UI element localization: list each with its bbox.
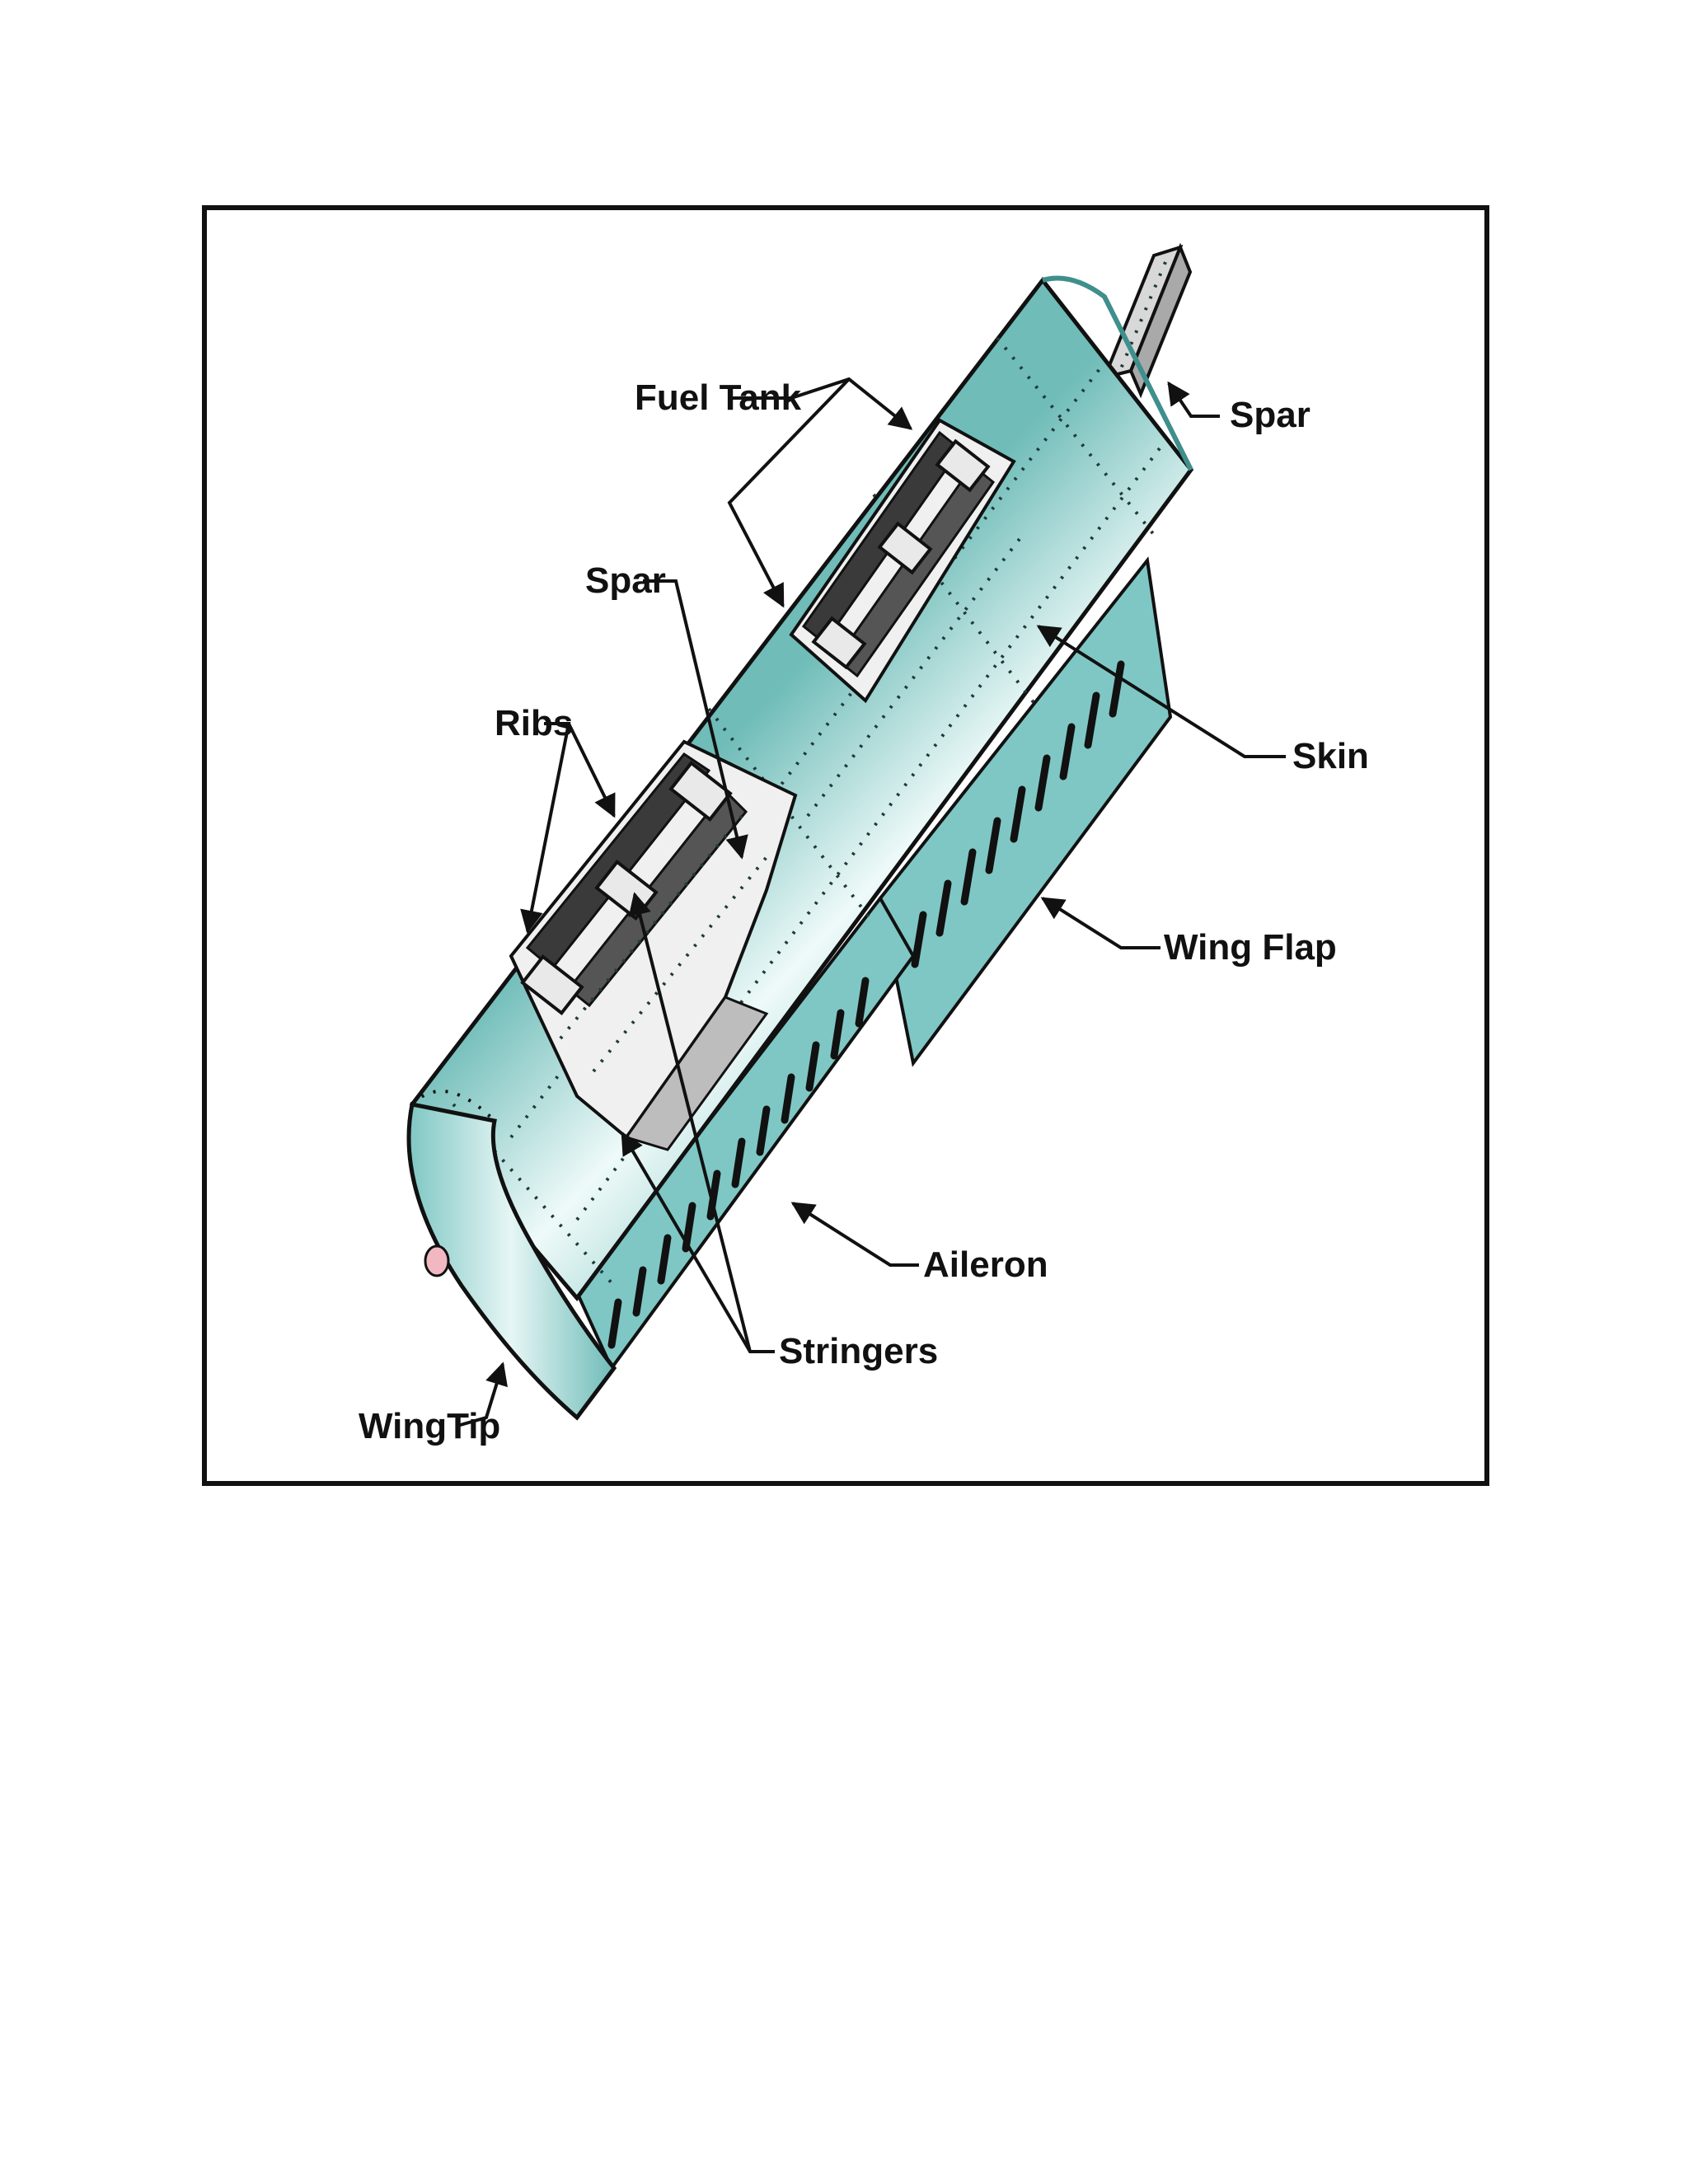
label-aileron: Aileron <box>923 1244 1048 1285</box>
label-wingtip: WingTip <box>359 1406 500 1446</box>
aileron <box>574 895 916 1371</box>
navigation-light <box>424 1244 450 1277</box>
label-wing-flap: Wing Flap <box>1164 927 1337 968</box>
leader-lines <box>457 377 1286 1427</box>
label-spar-mid: Spar <box>585 560 666 601</box>
fuel-tank-cutaway <box>789 418 1016 704</box>
label-spar-top: Spar <box>1230 395 1311 435</box>
wing-flap <box>878 556 1173 1067</box>
root-spar <box>1101 242 1193 399</box>
label-ribs: Ribs <box>495 703 573 743</box>
label-stringers: Stringers <box>779 1331 938 1371</box>
label-skin: Skin <box>1292 736 1369 776</box>
label-fuel-tank: Fuel Tank <box>635 377 802 418</box>
wingtip-cap <box>406 1090 617 1421</box>
